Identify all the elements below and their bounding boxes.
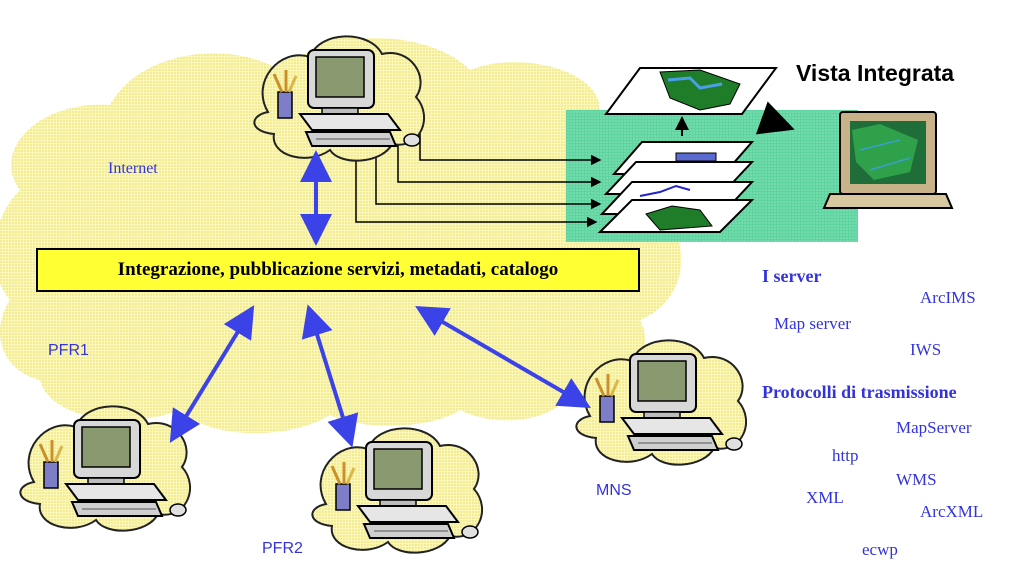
computer-icon-pfr1 bbox=[18, 404, 192, 533]
protocol-item: http bbox=[832, 446, 859, 465]
node-label-pfr2: PFR2 bbox=[262, 540, 303, 557]
integration-banner: Integrazione, pubblicazione servizi, met… bbox=[36, 248, 640, 292]
protocol-item: WMS bbox=[896, 470, 937, 489]
servers-heading: I server bbox=[762, 266, 822, 286]
link-arrow-pfr2 bbox=[301, 304, 359, 448]
internet-label: Internet bbox=[108, 160, 158, 177]
protocols-heading: Protocolli di trasmissione bbox=[762, 382, 957, 402]
computer-icon-pfr2 bbox=[310, 426, 484, 555]
node-label-pfr1: PFR1 bbox=[48, 342, 89, 359]
computer-icon-top bbox=[252, 34, 426, 163]
protocol-item: ArcXML bbox=[920, 502, 984, 521]
protocol-item: ecwp bbox=[862, 540, 898, 559]
node-label-mns: MNS bbox=[596, 482, 632, 499]
laptop-icon bbox=[822, 111, 954, 209]
server-item: ArcIMS bbox=[920, 288, 976, 307]
protocol-item: XML bbox=[806, 488, 844, 507]
server-item: Map server bbox=[774, 314, 851, 333]
diagram-title: Vista Integrata bbox=[796, 60, 955, 86]
protocol-item: MapServer bbox=[896, 418, 972, 437]
link-arrow-mns bbox=[415, 305, 591, 409]
server-item: IWS bbox=[910, 340, 942, 359]
map-layer-stack bbox=[597, 67, 778, 233]
link-arrow-pfr1 bbox=[169, 305, 255, 443]
